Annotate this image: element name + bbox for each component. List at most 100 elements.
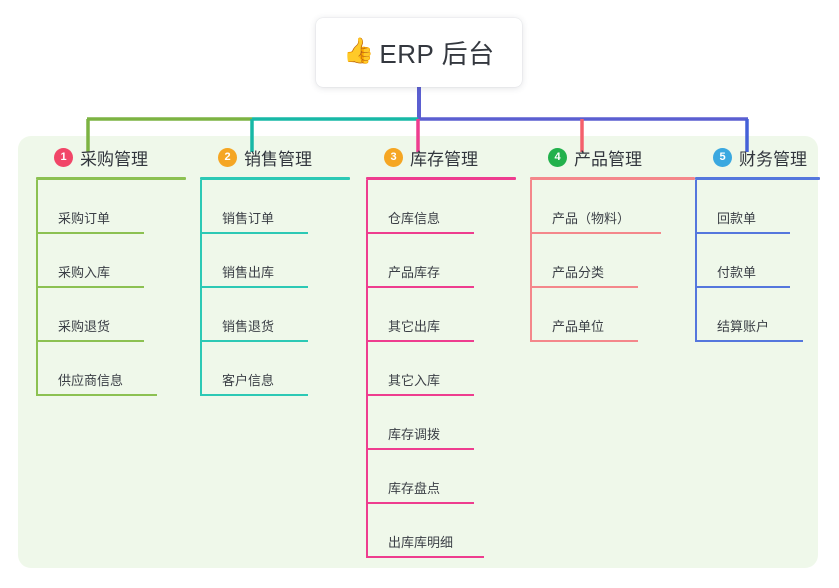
branch-item-rule xyxy=(366,232,474,234)
branch-column-1: 1 采购管理采购订单采购入库采购退货供应商信息 xyxy=(36,145,186,396)
branch-header-rule xyxy=(530,177,695,180)
branch-item-rule xyxy=(200,286,308,288)
branch-item[interactable]: 销售订单 xyxy=(200,180,350,234)
branch-trunk-line xyxy=(530,180,532,342)
branch-item-rule xyxy=(530,286,638,288)
branch-item-label: 付款单 xyxy=(717,265,757,280)
branch-item[interactable]: 出库库明细 xyxy=(366,504,516,558)
branch-item[interactable]: 产品分类 xyxy=(530,234,695,288)
branch-item-label: 产品（物料） xyxy=(552,211,631,226)
branch-column-2: 2 销售管理销售订单销售出库销售退货客户信息 xyxy=(200,145,350,396)
branch-item-label: 库存盘点 xyxy=(388,481,441,496)
branch-item-label: 销售订单 xyxy=(222,211,275,226)
branch-number-badge: 3 xyxy=(384,147,403,167)
branch-item-list: 销售订单销售出库销售退货客户信息 xyxy=(200,180,350,396)
branch-item-rule xyxy=(36,340,144,342)
branch-item-label: 回款单 xyxy=(717,211,757,226)
branch-item-rule xyxy=(36,232,144,234)
branch-item-rule xyxy=(366,448,474,450)
branch-item-rule xyxy=(695,340,803,342)
branch-header-rule xyxy=(695,177,820,180)
root-title: ERP 后台 xyxy=(379,39,495,69)
branch-item-rule xyxy=(695,286,790,288)
branch-item-label: 结算账户 xyxy=(717,319,770,334)
thumbs-up-icon: 👍 xyxy=(343,37,375,65)
branch-header-4[interactable]: 4 产品管理 xyxy=(530,145,695,169)
branch-item-rule xyxy=(366,502,474,504)
branch-item[interactable]: 销售出库 xyxy=(200,234,350,288)
branch-item[interactable]: 其它出库 xyxy=(366,288,516,342)
branch-trunk-line xyxy=(695,180,697,342)
branch-title: 销售管理 xyxy=(244,149,312,169)
branch-item-label: 其它出库 xyxy=(388,319,441,334)
branch-item-rule xyxy=(530,340,638,342)
branch-trunk-line xyxy=(366,180,368,558)
branch-item[interactable]: 销售退货 xyxy=(200,288,350,342)
content-panel xyxy=(18,136,818,568)
branch-item-rule xyxy=(695,232,790,234)
branch-item-list: 产品（物料） 产品分类产品单位 xyxy=(530,180,695,342)
branch-number-badge: 4 xyxy=(548,147,567,167)
branch-item-rule xyxy=(366,286,474,288)
branch-header-rule xyxy=(36,177,186,180)
branch-number-badge: 1 xyxy=(54,147,73,167)
branch-trunk-line xyxy=(36,180,38,396)
branch-item-rule xyxy=(530,232,661,234)
branch-item-rule xyxy=(36,394,157,396)
branch-item-list: 采购订单采购入库采购退货供应商信息 xyxy=(36,180,186,396)
branch-item[interactable]: 结算账户 xyxy=(695,288,820,342)
branch-item[interactable]: 采购订单 xyxy=(36,180,186,234)
branch-item-label: 出库库明细 xyxy=(388,535,454,550)
branch-header-rule xyxy=(200,177,350,180)
branch-number-badge: 2 xyxy=(218,147,237,167)
branch-item-label: 产品库存 xyxy=(388,265,441,280)
branch-item-rule xyxy=(366,556,484,558)
root-node-card[interactable]: 👍 ERP 后台 xyxy=(316,18,522,87)
branch-column-3: 3 库存管理仓库信息产品库存其它出库其它入库库存调拨库存盘点出库库明细 xyxy=(366,145,516,558)
branch-item[interactable]: 付款单 xyxy=(695,234,820,288)
branch-item[interactable]: 产品库存 xyxy=(366,234,516,288)
branch-header-2[interactable]: 2 销售管理 xyxy=(200,145,350,169)
branch-item-label: 采购订单 xyxy=(58,211,111,226)
branch-title: 财务管理 xyxy=(739,149,807,169)
branch-item-label: 采购入库 xyxy=(58,265,111,280)
branch-header-rule xyxy=(366,177,516,180)
branch-item[interactable]: 产品（物料） xyxy=(530,180,695,234)
branch-item[interactable]: 采购退货 xyxy=(36,288,186,342)
branch-title: 产品管理 xyxy=(574,149,642,169)
branch-item[interactable]: 客户信息 xyxy=(200,342,350,396)
branch-item[interactable]: 回款单 xyxy=(695,180,820,234)
branch-item[interactable]: 库存盘点 xyxy=(366,450,516,504)
branch-trunk-line xyxy=(200,180,202,396)
branch-item-rule xyxy=(366,340,474,342)
branch-item[interactable]: 产品单位 xyxy=(530,288,695,342)
branch-item-rule xyxy=(366,394,474,396)
branch-item-list: 回款单付款单结算账户 xyxy=(695,180,820,342)
branch-item-rule xyxy=(36,286,144,288)
branch-item[interactable]: 供应商信息 xyxy=(36,342,186,396)
branch-item-label: 产品单位 xyxy=(552,319,605,334)
branch-item-label: 采购退货 xyxy=(58,319,111,334)
branch-title: 采购管理 xyxy=(80,149,148,169)
branch-title: 库存管理 xyxy=(410,149,478,169)
branch-item[interactable]: 库存调拨 xyxy=(366,396,516,450)
branch-item-label: 仓库信息 xyxy=(388,211,441,226)
branch-header-1[interactable]: 1 采购管理 xyxy=(36,145,186,169)
branch-item-label: 产品分类 xyxy=(552,265,605,280)
branch-item-label: 客户信息 xyxy=(222,373,275,388)
branch-item-rule xyxy=(200,232,308,234)
branch-item-label: 供应商信息 xyxy=(58,373,124,388)
branch-item-label: 其它入库 xyxy=(388,373,441,388)
branch-item-label: 销售退货 xyxy=(222,319,275,334)
branch-item-label: 销售出库 xyxy=(222,265,275,280)
branch-column-4: 4 产品管理产品（物料） 产品分类产品单位 xyxy=(530,145,695,342)
branch-item[interactable]: 仓库信息 xyxy=(366,180,516,234)
branch-item[interactable]: 其它入库 xyxy=(366,342,516,396)
branch-item-rule xyxy=(200,340,308,342)
branch-header-3[interactable]: 3 库存管理 xyxy=(366,145,516,169)
branch-item[interactable]: 采购入库 xyxy=(36,234,186,288)
